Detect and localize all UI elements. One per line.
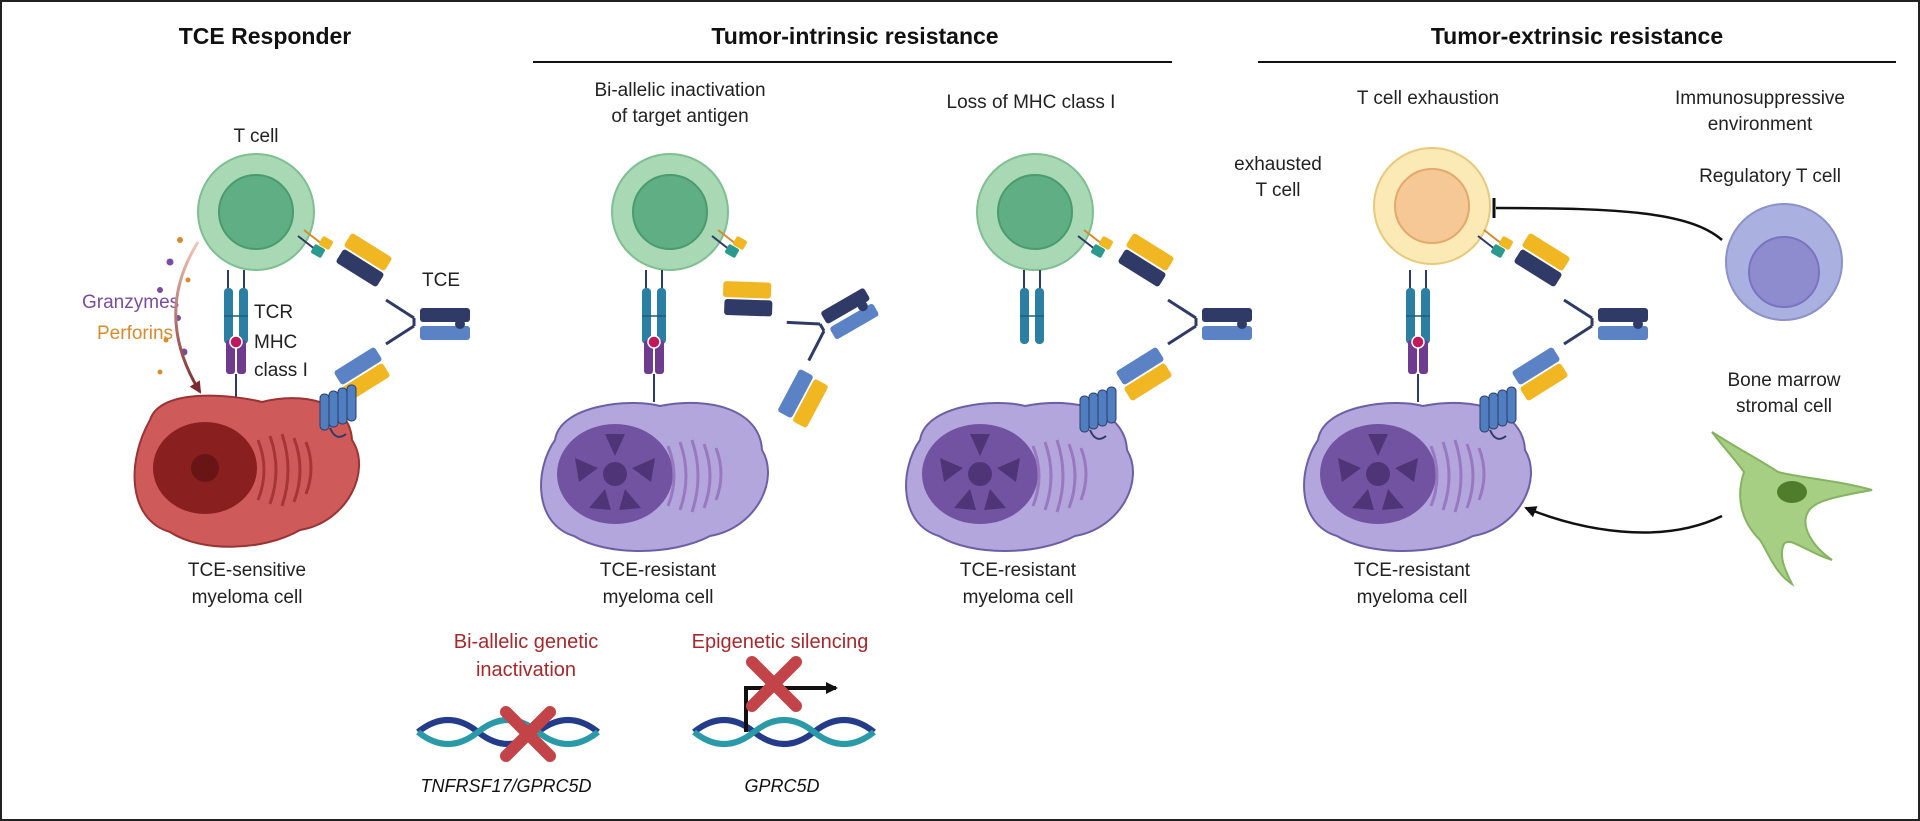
- promoter-arrow-icon: [744, 682, 838, 732]
- antigen-loss-t-cell: [611, 153, 729, 271]
- mhc-loss-tce-molecule: [1113, 230, 1254, 404]
- epigenetic-cross-icon: [746, 656, 802, 712]
- mhc-loss-title: Loss of MHC class I: [947, 92, 1116, 113]
- mhc-loss-panel: Loss of MHC class I TCE-resistant myelom…: [905, 92, 1254, 608]
- immunosuppressive-panel: Immunosuppressive environment Regulatory…: [1492, 88, 1873, 587]
- exhausted-t-cell: [1373, 147, 1491, 265]
- header-extrinsic: Tumor-extrinsic resistance: [1431, 23, 1723, 49]
- gene-label-a: TNFRSF17/GPRC5D: [420, 776, 591, 796]
- responder-t-cell: [197, 153, 315, 271]
- antigen-loss-title-2: of target antigen: [611, 106, 748, 127]
- regulatory-t-cell: [1725, 203, 1843, 321]
- exhausted-tce-molecule: [1509, 230, 1650, 404]
- mhc-loss-tcr: [1019, 269, 1045, 345]
- mhc-loss-resistant-label-1: TCE-resistant: [960, 560, 1077, 581]
- immuno-title-2: environment: [1708, 114, 1813, 135]
- antigen-loss-tcr: [641, 269, 667, 345]
- stromal-support-arrow: [1524, 506, 1723, 534]
- responder-tce-molecule: [331, 230, 472, 404]
- stromal-cell: [1711, 431, 1873, 587]
- gene-label-b: GPRC5D: [744, 776, 819, 796]
- extrinsic-resistant-label-1: TCE-resistant: [1354, 560, 1471, 581]
- genetic-label-2: inactivation: [476, 659, 576, 681]
- responder-t-cell-label: T cell: [233, 126, 278, 147]
- bmsc-label-1: Bone marrow: [1728, 370, 1841, 391]
- responder-tcr: [223, 269, 249, 345]
- extrinsic-resistant-label-2: myeloma cell: [1357, 587, 1468, 608]
- inhibition-arrow: [1495, 206, 1723, 241]
- responder-mhc: [225, 335, 247, 403]
- mhc-loss-er: [1031, 439, 1088, 513]
- unbound-tce: [705, 220, 912, 439]
- exhausted-label-2: T cell: [1255, 180, 1300, 201]
- dna-helix-epigenetic: [694, 720, 874, 744]
- exhaustion-panel: T cell exhaustion exhausted T cell TCE-r…: [1234, 88, 1650, 608]
- granzyme-arrow: [174, 241, 202, 394]
- dna-helix-genetic: [418, 720, 598, 744]
- immuno-title-1: Immunosuppressive: [1675, 88, 1845, 109]
- mhc-loss-t-cell: [976, 153, 1094, 271]
- exhausted-mhc: [1407, 335, 1429, 403]
- responder-panel: T cell TCE TCR MHC class I Granzymes Per…: [82, 126, 472, 608]
- antigen-loss-mhc: [643, 335, 665, 403]
- responder-mhc-label-2: class I: [254, 360, 308, 381]
- antigen-loss-er: [666, 439, 723, 513]
- extrinsic-er: [1429, 439, 1486, 513]
- mhc-loss-resistant-label-2: myeloma cell: [963, 587, 1074, 608]
- antigen-loss-panel: Bi-allelic inactivation of target antige…: [540, 80, 912, 608]
- sensitive-er: [256, 433, 313, 507]
- antigen-loss-title-1: Bi-allelic inactivation: [594, 80, 765, 101]
- header-responder: TCE Responder: [179, 23, 352, 49]
- treg-label: Regulatory T cell: [1699, 166, 1841, 187]
- antigen-loss-resistant-label-1: TCE-resistant: [600, 560, 717, 581]
- exhausted-tcr: [1405, 269, 1431, 345]
- exhausted-label-1: exhausted: [1234, 154, 1322, 175]
- genetic-mechanisms: Bi-allelic genetic inactivation TNFRSF17…: [418, 631, 874, 796]
- perforins-label: Perforins: [97, 323, 173, 344]
- responder-mhc-label-1: MHC: [254, 332, 297, 353]
- header-intrinsic: Tumor-intrinsic resistance: [711, 23, 998, 49]
- responder-tcr-label: TCR: [254, 302, 293, 323]
- granzymes-label: Granzymes: [82, 292, 179, 313]
- responder-tce-label: TCE: [422, 270, 460, 291]
- bmsc-label-2: stromal cell: [1736, 396, 1832, 417]
- sensitive-label-2: myeloma cell: [192, 587, 303, 608]
- sensitive-label-1: TCE-sensitive: [188, 560, 306, 581]
- antigen-loss-resistant-label-2: myeloma cell: [603, 587, 714, 608]
- genetic-cross-icon: [500, 706, 556, 762]
- genetic-label-1: Bi-allelic genetic: [454, 631, 599, 653]
- epigenetic-label: Epigenetic silencing: [692, 631, 869, 653]
- exhaustion-title: T cell exhaustion: [1357, 88, 1499, 109]
